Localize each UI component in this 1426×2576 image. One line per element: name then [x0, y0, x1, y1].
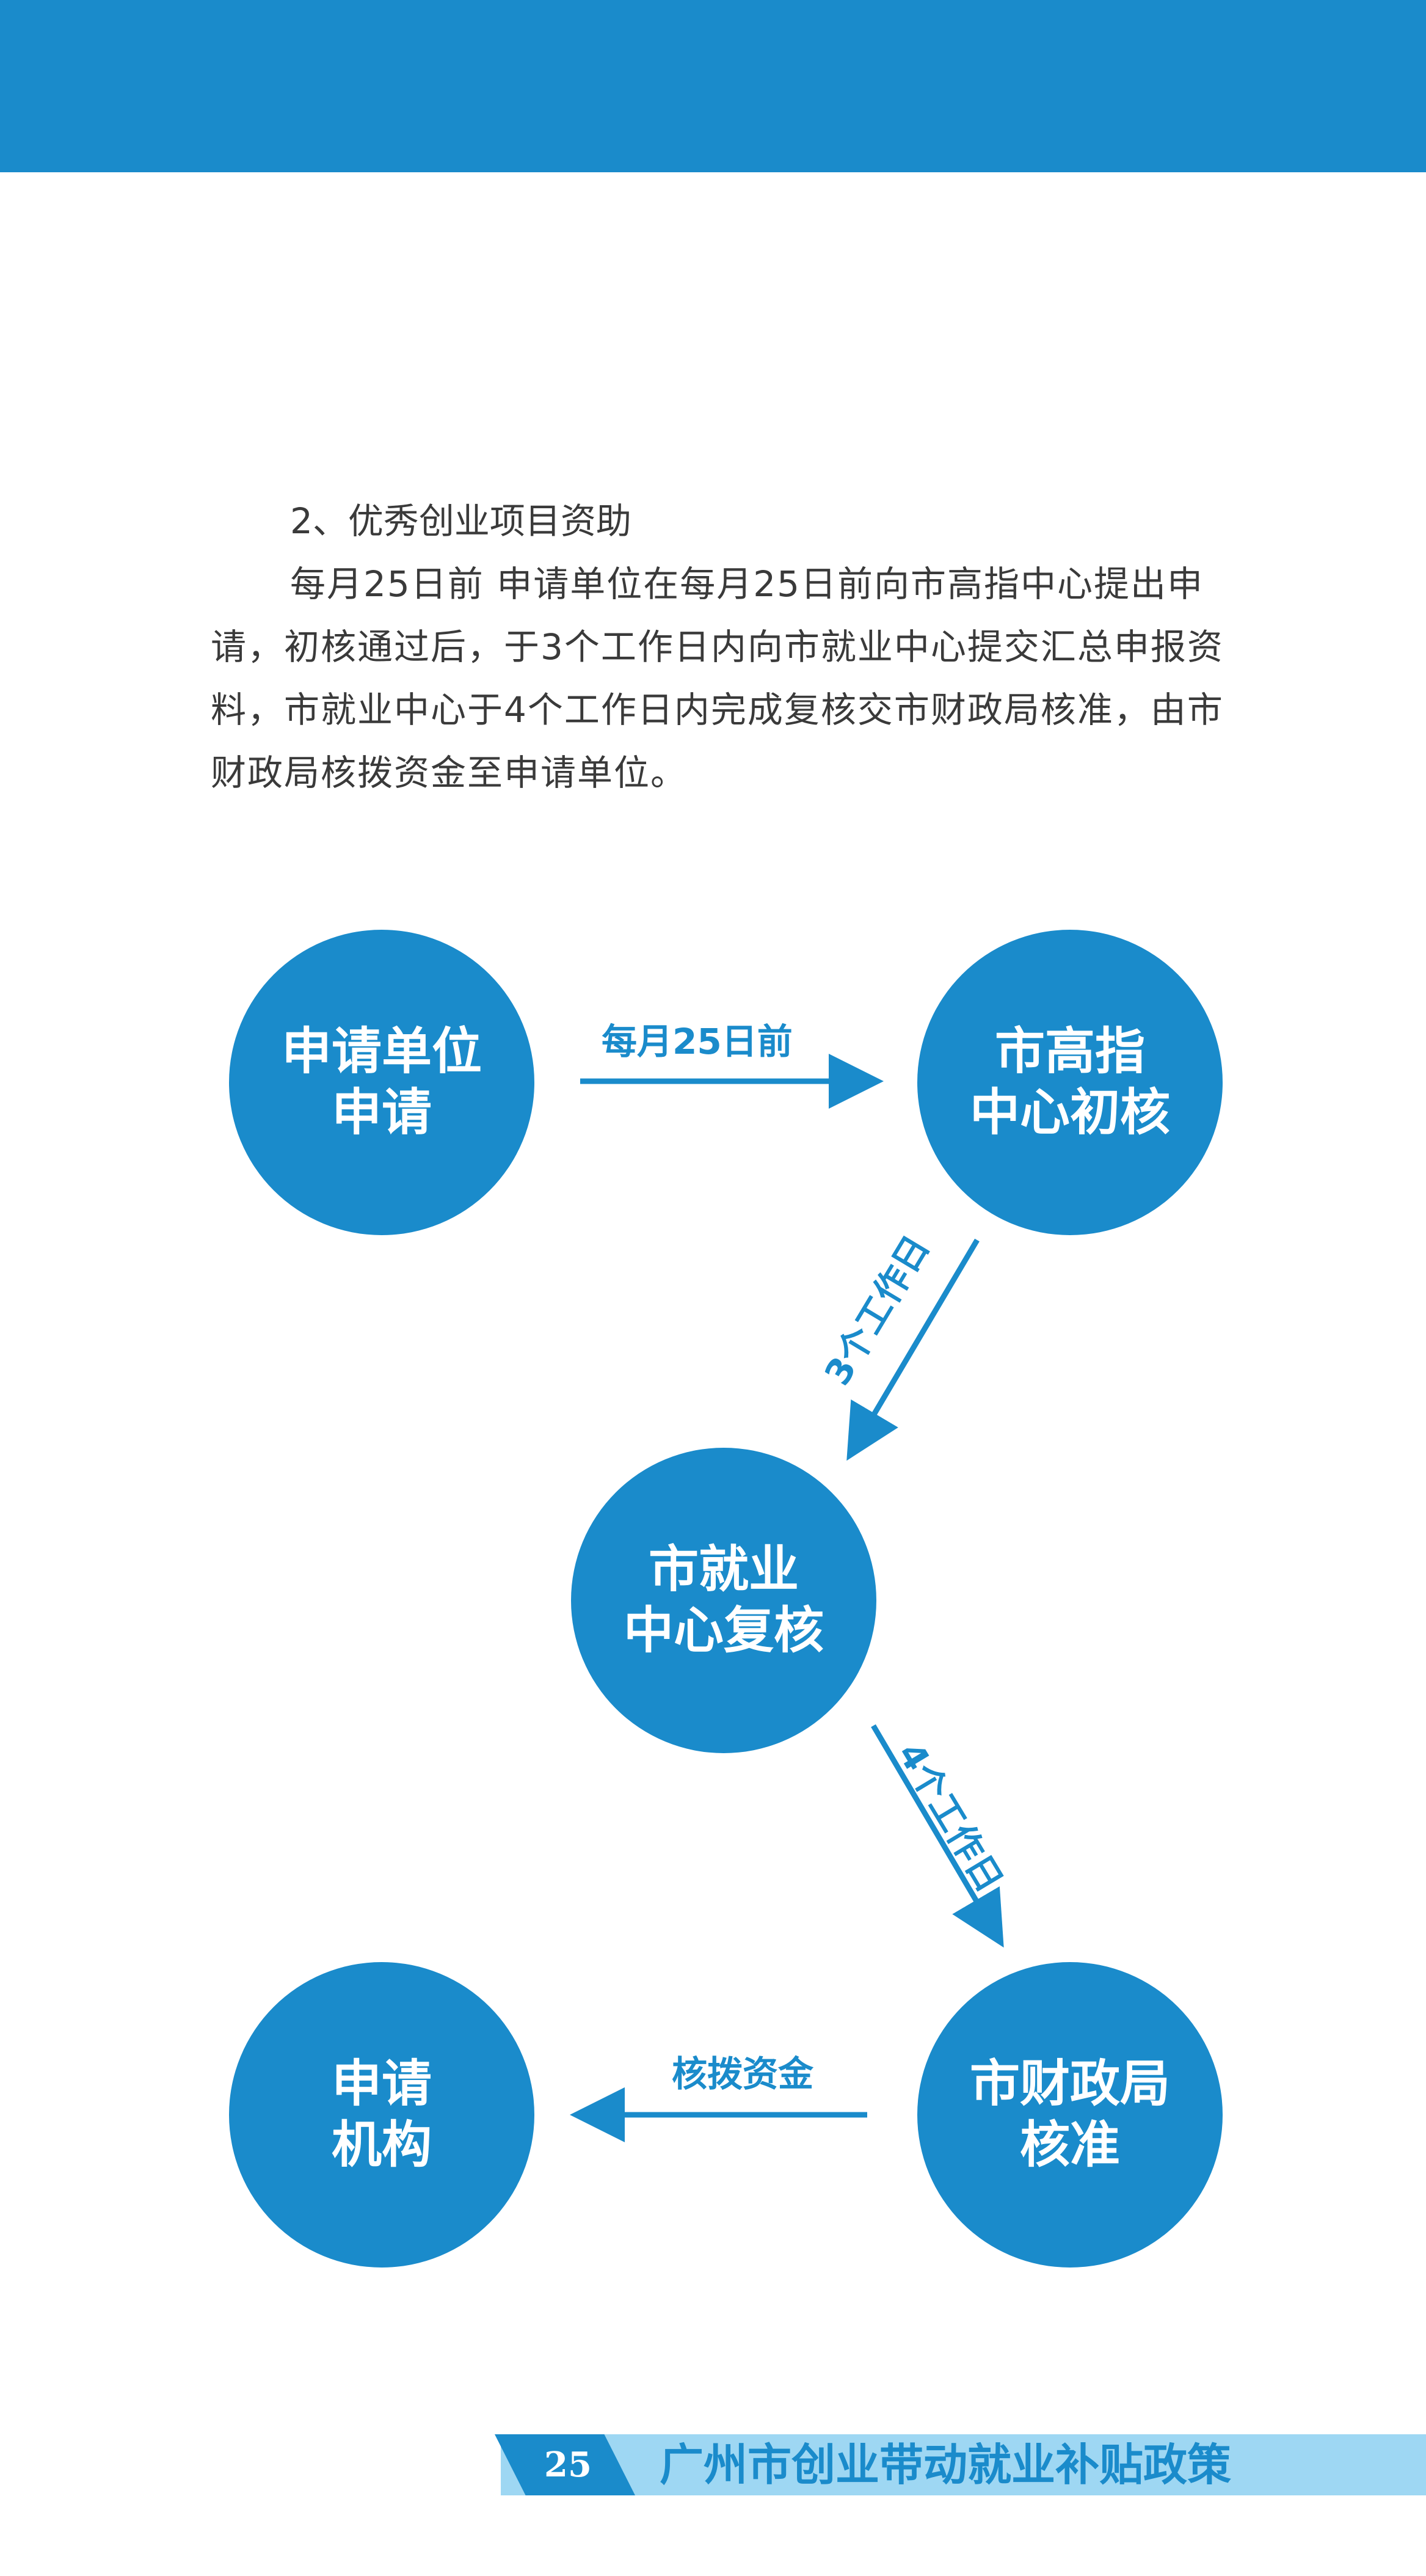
header-band [0, 0, 1426, 172]
page-number: 25 [544, 2445, 592, 2485]
arrow-secondary-to-finance-approval [871, 1724, 1004, 1948]
node-line: 机构 [331, 2116, 432, 2174]
node-talent-center-initial-review: 市高指 中心初核 [917, 930, 1223, 1235]
node-line: 中心初核 [969, 1084, 1170, 1142]
node-employment-center-review: 市就业 中心复核 [571, 1448, 876, 1753]
edge-label-monthly-deadline: 每月25日前 [602, 1021, 793, 1062]
node-line: 市高指 [994, 1023, 1145, 1081]
flow-arrows [570, 1054, 1004, 2142]
body-paragraph: 每月25日前 申请单位在每月25日前向市高指中心提出申请，初核通过后，于3个工作… [211, 563, 1224, 794]
edge-label-fund-allocation: 核拨资金 [672, 2053, 814, 2095]
node-applicant-apply: 申请单位 申请 [229, 930, 534, 1235]
node-line: 中心复核 [623, 1602, 824, 1660]
node-line: 申请单位 [281, 1023, 482, 1081]
node-applicant-organization: 申请 机构 [229, 1962, 534, 2268]
footer-title: 广州市创业带动就业补贴政策 [660, 2439, 1232, 2490]
footer-banner [501, 2434, 1426, 2495]
arrow-initial-to-secondary-review [846, 1238, 980, 1461]
node-line: 市财政局 [969, 2055, 1170, 2113]
node-line: 核准 [1019, 2116, 1120, 2174]
node-line: 申请 [331, 1084, 432, 1142]
section-content: 2、优秀创业项目资助 每月25日前 申请单位在每月25日前向市高指中心提出申请，… [211, 490, 1249, 805]
node-finance-bureau-approval: 市财政局 核准 [917, 1962, 1223, 2268]
flowchart: 申请单位 申请 市高指 中心初核 市就业 中心复核 市财政局 核准 申请 机构 … [0, 916, 1426, 2297]
node-line: 市就业 [648, 1541, 799, 1599]
section-heading: 2、优秀创业项目资助 [290, 500, 631, 542]
node-line: 申请 [331, 2055, 432, 2113]
